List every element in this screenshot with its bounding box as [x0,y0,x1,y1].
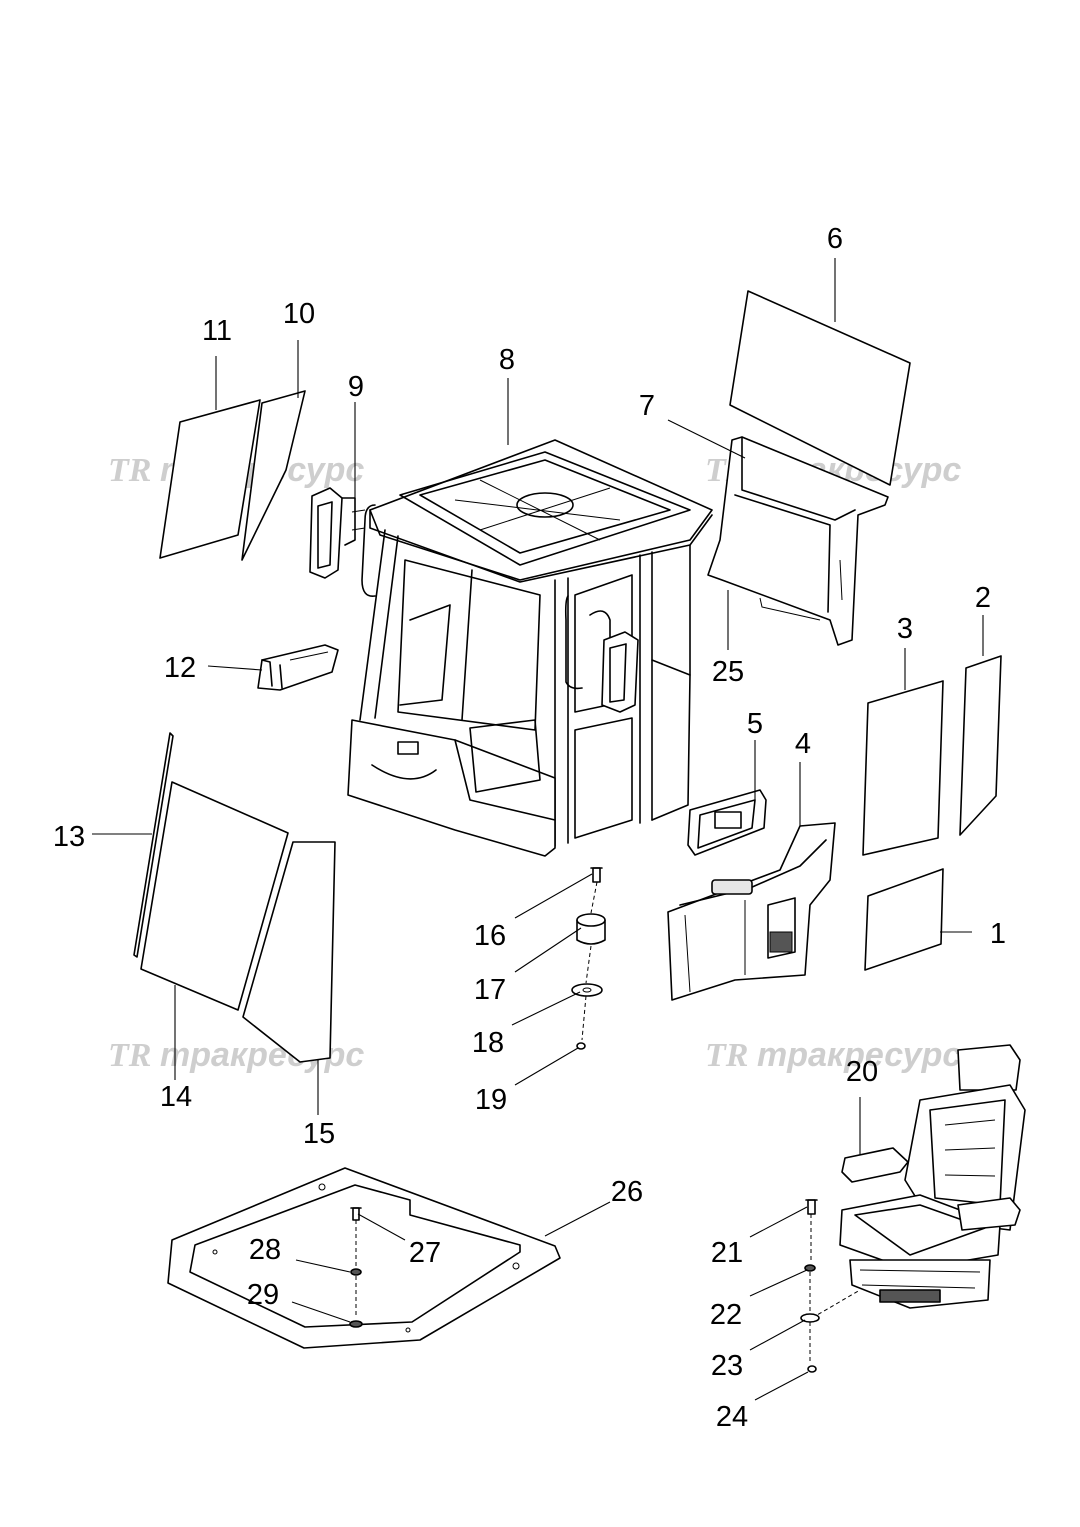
mount-stack-16-19 [571,867,606,1050]
glass-panel-3 [862,680,944,856]
callout-6: 6 [827,223,843,255]
svg-text:тракресурс: тракресурс [757,1036,961,1074]
part-12-bracket [257,644,339,691]
callout-16: 16 [474,920,506,952]
callout-4: 4 [795,728,811,760]
callout-13: 13 [53,821,85,853]
leader-lines [92,258,984,1401]
callout-25: 25 [712,656,744,688]
seat-20 [811,1044,1026,1319]
seat-bolts-21-24 [800,1199,820,1373]
callout-8: 8 [499,344,515,376]
svg-text:TR: TR [108,1037,151,1074]
callout-11: 11 [202,315,232,347]
callout-17: 17 [474,974,506,1006]
glass-panel-2 [959,655,1002,836]
callout-23: 23 [711,1350,743,1382]
callout-labels: 1 2 3 4 5 6 7 8 9 10 11 12 13 14 15 16 1… [53,223,1006,1433]
svg-text:TR: TR [108,452,151,489]
glass-panel-10 [241,390,306,561]
callout-10: 10 [283,298,315,330]
callout-7: 7 [639,390,655,422]
glass-panel-15 [242,841,336,1063]
callout-20: 20 [846,1056,878,1088]
callout-1: 1 [990,918,1006,950]
callout-12: 12 [164,652,196,684]
floor-plate-26 [167,1167,561,1349]
watermark-bottom-right: TR тракресурс [705,1036,961,1074]
callout-26: 26 [611,1176,643,1208]
callout-27: 27 [409,1237,441,1269]
cab-frame-8 [347,439,713,857]
mirror-right [601,631,639,713]
callout-21: 21 [711,1237,743,1269]
callout-24: 24 [716,1401,748,1433]
glass-panel-1 [864,868,944,971]
callout-3: 3 [897,613,913,645]
rear-panel-7 [707,436,889,646]
callout-28: 28 [249,1234,281,1266]
callout-22: 22 [710,1299,742,1331]
part-5-panel [687,789,767,856]
callout-29: 29 [247,1279,279,1311]
callout-15: 15 [303,1118,335,1150]
svg-text:тракресурс: тракресурс [160,1036,364,1074]
callout-9: 9 [348,371,364,403]
callout-19: 19 [475,1084,507,1116]
mirror-9 [309,487,366,579]
glass-panel-6 [729,290,911,486]
console-4 [667,822,836,1001]
callout-18: 18 [472,1027,504,1059]
callout-2: 2 [975,582,991,614]
glass-panel-11 [159,399,261,559]
glass-panel-13 [133,732,174,958]
callout-5: 5 [747,708,763,740]
callout-14: 14 [160,1081,192,1113]
glass-panel-14 [140,781,289,1011]
svg-text:TR: TR [705,1037,748,1074]
